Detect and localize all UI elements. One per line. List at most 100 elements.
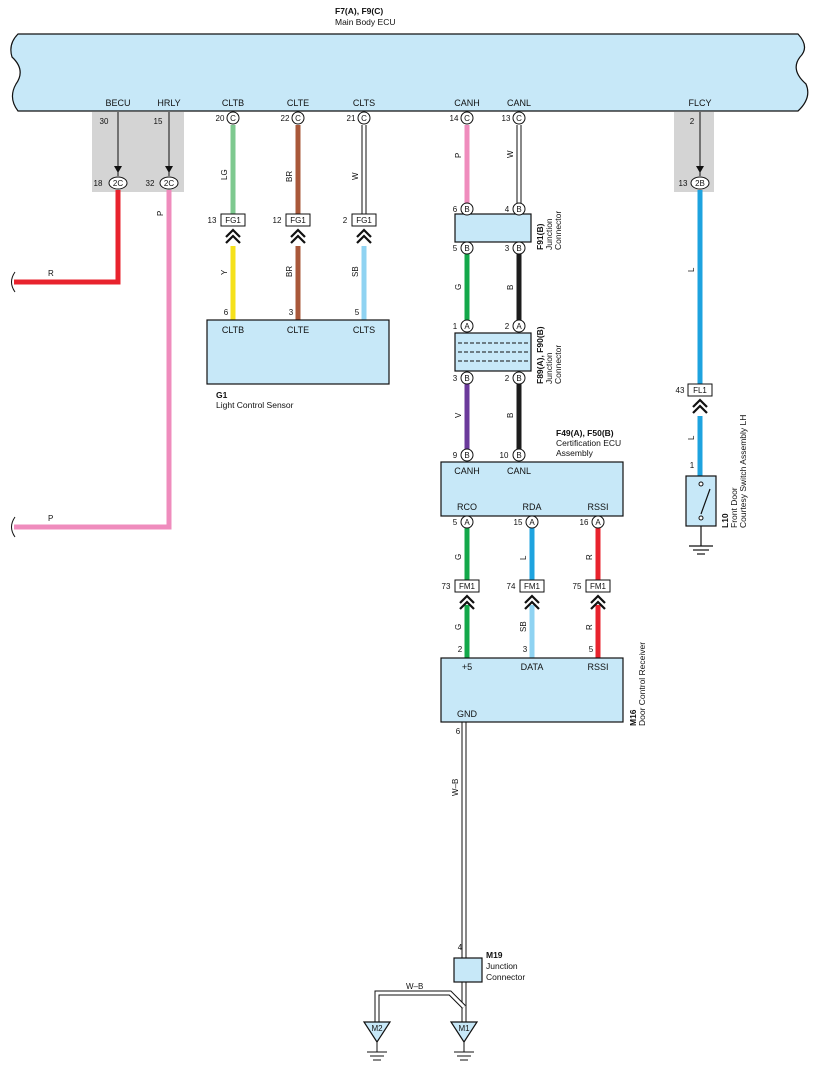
door-control-receiver: 2 3 5 +5 DATA RSSI GND 6 M16 Door Contro… [440,642,647,736]
f49-conn-canl: B [516,451,521,460]
m16-name: Door Control Receiver [637,642,647,726]
code-lg: LG [220,169,229,180]
pin-l10: 1 [690,461,695,470]
f91-conn-a-top: B [464,205,469,214]
m16-pin-gnd: 6 [456,727,461,736]
wires [14,112,703,1022]
f89-conn-b-bot: B [516,374,521,383]
pin-becu-ecu: 30 [100,117,109,126]
code-g-canh: G [454,284,463,290]
code-br-2: BR [285,266,294,277]
l10-id: L10 [720,513,730,528]
junction-connector-f89: A A B B 1 2 3 2 F89(A), F90(B) Junction … [453,319,563,385]
code-r: R [48,269,54,278]
pin-hrly-ecu: 15 [154,117,163,126]
wire-codes: R P P LG BR W Y BR SB P W G B V B G L R … [48,150,696,991]
f49-name1: Certification ECU [556,438,621,448]
f89-pin-b-bot: 2 [505,374,510,383]
f49-name2: Assembly [556,448,594,458]
pin-becu-2c: 18 [94,179,103,188]
wire-wb-m2 [375,991,466,1022]
f91-pin-b-top: 4 [505,205,510,214]
f49-term-rda: RDA [522,502,541,512]
g1-term-cltb: CLTB [222,325,244,335]
conn-fl1: FL1 [693,386,707,395]
conn-2c-hrly: 2C [164,179,174,188]
code-l-flcy: L [687,267,696,272]
f91-conn-a-bot: B [464,244,469,253]
g1-term-clts: CLTS [353,325,375,335]
f89-pin-b-top: 2 [505,322,510,331]
conn-fg1-b: FG1 [290,216,306,225]
conn-fm1-b: FM1 [524,582,541,591]
ground-m1: M1 [449,1021,479,1061]
g1-id: G1 [216,390,228,400]
m16-term-rssi: RSSI [587,662,608,672]
code-sb-m16: SB [519,621,528,632]
wire-r [14,190,121,285]
f89-name2: Connector [553,345,563,384]
code-g-rco: G [454,554,463,560]
l10-name1: Front Door [729,487,739,528]
f89-pin-a-bot: 3 [453,374,458,383]
pin-g1-a: 6 [224,308,229,317]
m16-id: M16 [628,709,638,726]
light-control-sensor: CLTB CLTE CLTS G1 Light Control Sensor [206,319,390,410]
ground-m2-label: M2 [371,1024,383,1033]
code-l-rda: L [519,555,528,560]
f49-conn-rssi: A [595,518,601,527]
code-p-hrly: P [48,514,53,523]
break-mark-p [11,516,16,538]
conn-c-clts: C [361,114,367,123]
m16-pin-c: 5 [589,645,594,654]
m19-pin: 4 [458,943,463,952]
conn-fg1-a: FG1 [225,216,241,225]
m16-pin-a: 2 [458,645,463,654]
main-body-ecu: F7(A), F9(C) Main Body ECU BECU HRLY CLT… [10,6,809,112]
term-clts: CLTS [353,98,375,108]
term-flcy: FLCY [688,98,711,108]
junction-connector-m19: 4 M19 Junction Connector [453,943,525,983]
conn-c-cltb: C [230,114,236,123]
m19-name2: Connector [486,972,525,982]
f89-id: F89(A), F90(B) [535,326,545,384]
f49-conn-rco: A [464,518,470,527]
f49-pin-rda: 15 [514,518,523,527]
code-b-canl-2: B [506,413,515,418]
connector-markers: 2C 2C 2B C C C C C FG1 FG1 FG1 FM1 FM1 [108,111,713,611]
m19-name1: Junction [486,961,518,971]
pin-clte-ecu: 22 [281,114,290,123]
certification-ecu-assembly: F49(A), F50(B) Certification ECU Assembl… [440,428,624,529]
f49-pin-rco: 5 [453,518,458,527]
code-b-canl-1: B [506,285,515,290]
g1-name: Light Control Sensor [216,400,294,410]
m16-term-data: DATA [521,662,544,672]
pin-flcy-ecu: 2 [690,117,695,126]
f49-pin-canh: 9 [453,451,458,460]
ground-m2: M2 [362,1021,392,1061]
f91-pin-a-top: 6 [453,205,458,214]
conn-fg1-c: FG1 [356,216,372,225]
code-p-vert: P [156,211,165,216]
code-br-1: BR [285,171,294,182]
g1-term-clte: CLTE [287,325,309,335]
pin-fg1-b: 12 [273,216,282,225]
f49-pin-rssi: 16 [580,518,589,527]
f91-conn-b-top: B [516,205,521,214]
conn-2b-flcy: 2B [695,179,705,188]
conn-fm1-a: FM1 [459,582,476,591]
conn-2c-becu: 2C [113,179,123,188]
code-v-canh: V [454,412,463,418]
break-mark-r [11,271,16,293]
code-wb-m2: W–B [406,982,423,991]
code-y: Y [220,269,229,275]
term-hrly: HRLY [157,98,180,108]
pin-canh-ecu: 14 [450,114,459,123]
m16-term-5v: +5 [462,662,472,672]
f91-name1: Junction [544,218,554,250]
code-r-m16: R [585,624,594,630]
code-p-canh: P [454,153,463,158]
front-door-courtesy-switch: L10 Front Door Courtesy Switch Assembly … [685,415,748,555]
f49-conn-canh: B [464,451,469,460]
